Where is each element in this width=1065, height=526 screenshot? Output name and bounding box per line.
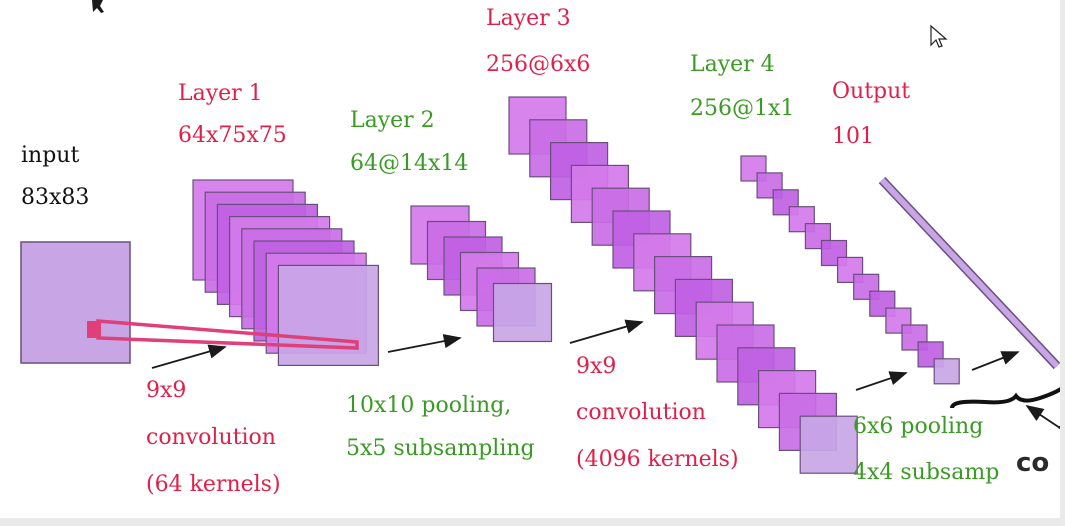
- op1-kernel-size: 9x9: [146, 378, 187, 403]
- op4-subsampling: 4x4 subsamp: [853, 460, 1000, 485]
- layer1-size: 64x75x75: [178, 123, 287, 148]
- layer1-feature-maps: [192, 179, 379, 366]
- arrow-op1: [151, 344, 227, 369]
- layer3-feature-maps: [508, 96, 858, 474]
- mouse-pointer-icon: [930, 24, 948, 48]
- layer3-map-15: [799, 415, 858, 474]
- layer4-title: Layer 4: [690, 52, 775, 77]
- arrow-brace: [1025, 405, 1064, 431]
- op3-kernels: (4096 kernels): [576, 447, 739, 472]
- conv-window: [87, 319, 359, 350]
- layer2-size: 64@14x14: [350, 151, 469, 176]
- op1-type: convolution: [146, 425, 276, 450]
- arrow-output: [971, 351, 1020, 371]
- op4-pooling: 6x6 pooling: [853, 414, 984, 439]
- input-map: [20, 241, 131, 364]
- right-edge: [1060, 0, 1065, 526]
- layer3-title: Layer 3: [486, 6, 571, 31]
- layer4-map-13: [933, 358, 960, 385]
- layer3-size: 256@6x6: [486, 52, 591, 77]
- layer2-feature-maps: [410, 205, 553, 343]
- op3-kernel-size: 9x9: [576, 354, 617, 379]
- layer4-feature-maps: [740, 155, 960, 385]
- op2-subsampling: 5x5 subsampling: [346, 436, 535, 461]
- layer2-map-6: [492, 282, 553, 343]
- input-size: 83x83: [21, 185, 90, 210]
- arrow-op2: [387, 334, 462, 353]
- op3-type: convolution: [576, 400, 706, 425]
- arrow-op4: [855, 371, 908, 391]
- output-vector-fill: [879, 177, 1060, 369]
- op1-kernels: (64 kernels): [146, 472, 281, 497]
- output-size: 101: [832, 124, 874, 149]
- op2-pooling: 10x10 pooling,: [346, 393, 512, 418]
- brace-icon: [950, 384, 1065, 409]
- cut-off-text: co: [1016, 448, 1050, 478]
- input-title: input: [21, 143, 80, 168]
- layer1-title: Layer 1: [178, 81, 263, 106]
- mouse-cursor-icon: [92, 0, 104, 13]
- bottom-edge: [0, 518, 1065, 526]
- layer2-title: Layer 2: [350, 108, 435, 133]
- layer1-map-8: [277, 264, 379, 366]
- arrow-op3: [569, 319, 644, 344]
- output-title: Output: [832, 79, 911, 104]
- layer4-size: 256@1x1: [690, 96, 795, 121]
